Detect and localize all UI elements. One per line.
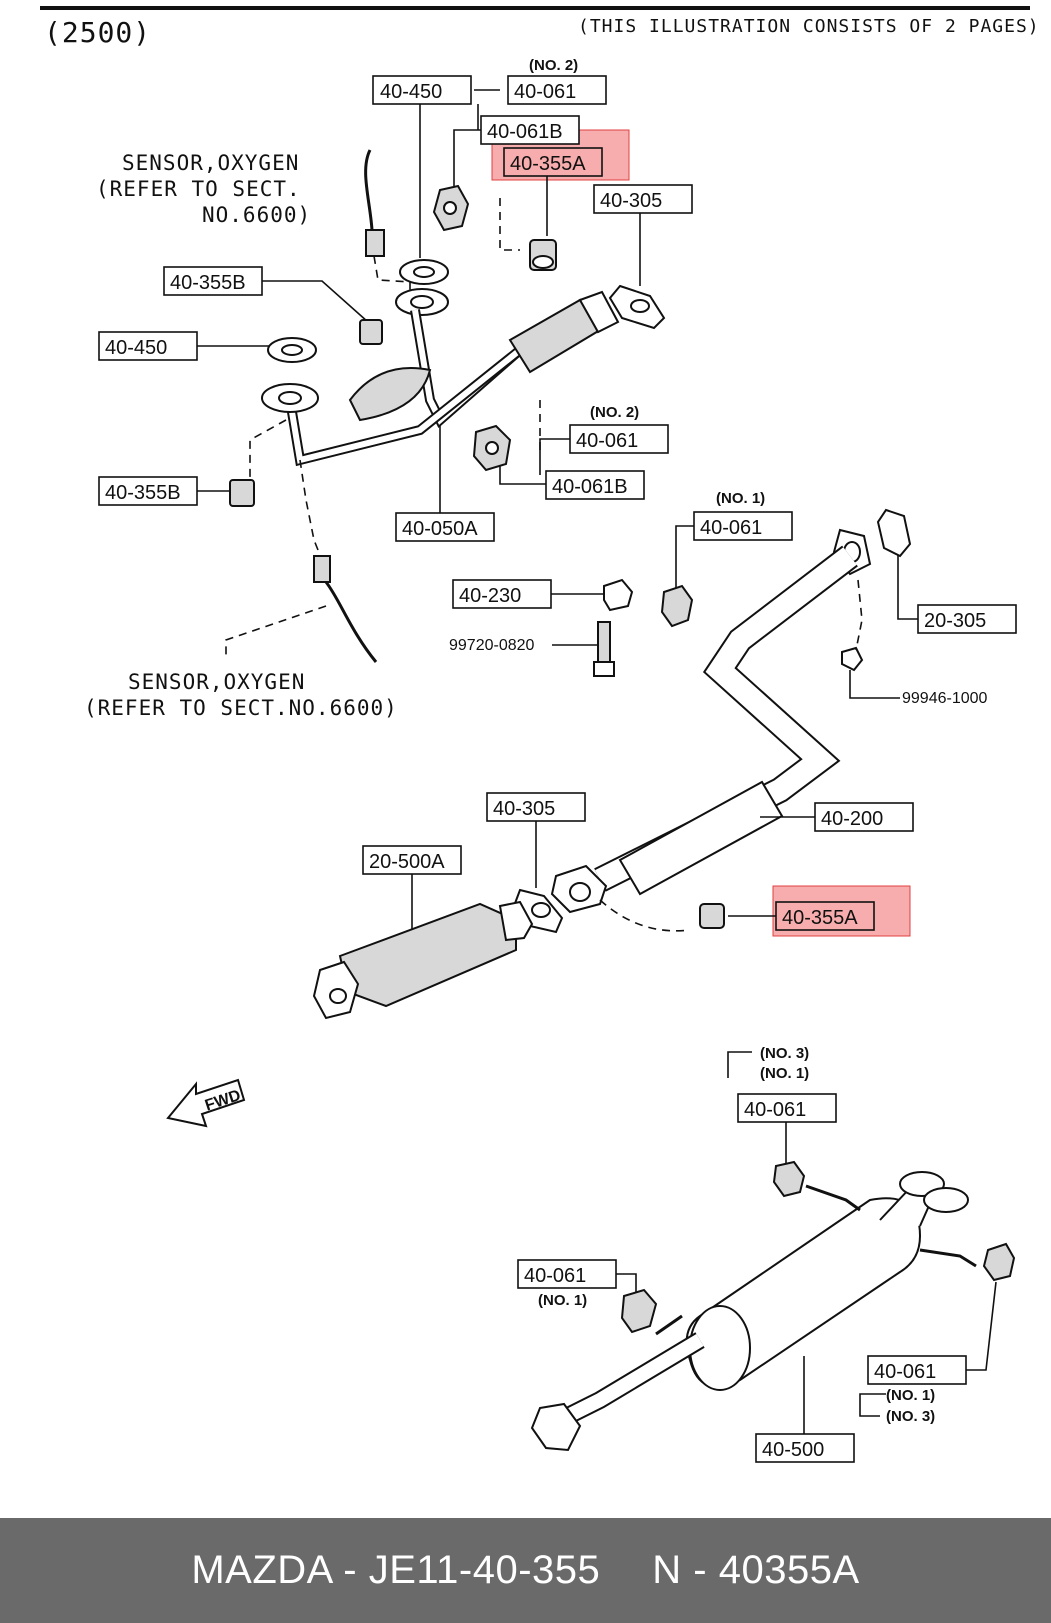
footer-brand-part: MAZDA - JE11-40-355 — [191, 1548, 601, 1592]
callout-40-061-bottom: 40-061 — [744, 1099, 806, 1121]
nut-40-355B-lower-icon — [229, 479, 255, 507]
callout-40-200-box[interactable] — [814, 802, 914, 832]
rubber-hanger-40-061-bottom-icon — [772, 1160, 806, 1198]
highlight-40-355A-mid — [772, 885, 911, 937]
callout-40-305-top: 40-305 — [600, 190, 662, 212]
no3-bottom-label: (NO. 3) — [760, 1045, 809, 1062]
callout-40-450-left: 40-450 — [105, 337, 167, 359]
callout-40-355B-lower: 40-355B — [105, 482, 181, 504]
nut-99946-1000-label: 99946-1000 — [902, 690, 988, 707]
bolt-99720-0820-icon — [597, 621, 611, 665]
sensor-bottom-line2: (REFER TO SECT.NO.6600) — [84, 696, 398, 720]
fwd-arrow-icon: FWD — [166, 1078, 246, 1128]
muffler-inlet-flange-icon — [530, 1402, 582, 1452]
no1-right-bottom-label: (NO. 1) — [886, 1387, 935, 1404]
sensor-top-line1: SENSOR,OXYGEN — [122, 151, 299, 175]
callout-40-061-no1-box[interactable] — [693, 511, 793, 541]
callout-20-305: 20-305 — [924, 610, 986, 632]
tailpipe-lower-icon — [923, 1187, 969, 1213]
callout-40-061-mid: 40-061 — [576, 430, 638, 452]
bolt-99720-0820-label: 99720-0820 — [449, 637, 535, 654]
callout-40-200: 40-200 — [821, 808, 883, 830]
part-number-footer: MAZDA - JE11-40-355 N - 40355A — [0, 1518, 1051, 1623]
pages-note: (THIS ILLUSTRATION CONSISTS OF 2 PAGES) — [578, 16, 1040, 37]
callout-40-450-top-box[interactable] — [372, 75, 472, 105]
callout-40-230: 40-230 — [459, 585, 521, 607]
rubber-hanger-40-061-right-bottom-icon — [982, 1242, 1016, 1282]
catalytic-converter-20-500A — [338, 902, 517, 1008]
no2-top-label: (NO. 2) — [529, 57, 578, 74]
callout-40-061-left-bottom-box[interactable] — [517, 1259, 617, 1289]
no1-bottom-label: (NO. 1) — [760, 1065, 809, 1082]
callout-40-305-mid: 40-305 — [493, 798, 555, 820]
gasket-20-305-icon — [876, 508, 912, 558]
center-pipe-resonator — [618, 780, 784, 896]
callout-40-050A: 40-050A — [402, 518, 478, 540]
callout-40-355A-top-box[interactable] — [503, 147, 603, 177]
callout-20-500A: 20-500A — [369, 851, 445, 873]
callout-40-061-right-bottom: 40-061 — [874, 1361, 936, 1383]
callout-40-061-no1: 40-061 — [700, 517, 762, 539]
exhaust-parts-diagram: (2500) (THIS ILLUSTRATION CONSISTS OF 2 … — [40, 6, 1040, 1463]
nut-40-355B-upper-icon — [359, 319, 383, 345]
callout-40-061-mid-box[interactable] — [569, 424, 669, 454]
callout-40-450-left-box[interactable] — [98, 331, 198, 361]
callout-40-355B-upper-box[interactable] — [163, 266, 263, 296]
callout-40-355B-upper: 40-355B — [170, 272, 246, 294]
callout-40-061-left-bottom: 40-061 — [524, 1265, 586, 1287]
callout-40-500-box[interactable] — [755, 1433, 855, 1463]
callout-40-305-top-box[interactable] — [593, 184, 693, 214]
nut-40-355A-mid-icon — [699, 903, 725, 929]
footer-ref: N - 40355A — [652, 1548, 860, 1592]
callout-20-305-box[interactable] — [917, 604, 1017, 634]
nut-99946-1000-icon — [841, 646, 864, 672]
callout-40-061B-top: 40-061B — [487, 121, 563, 143]
sensor-bottom-line1: SENSOR,OXYGEN — [128, 670, 305, 694]
callout-40-061B-mid-box[interactable] — [545, 470, 645, 500]
bracket-40-230-icon — [603, 578, 634, 612]
callout-40-450-top: 40-450 — [380, 81, 442, 103]
callout-40-230-box[interactable] — [452, 579, 552, 609]
oxygen-sensor-bottom-icon — [313, 555, 331, 583]
callout-40-355A-mid: 40-355A — [782, 907, 858, 929]
sensor-top-line2: (REFER TO SECT. — [96, 177, 301, 201]
no2-mid-label: (NO. 2) — [590, 404, 639, 421]
callout-40-061-right-bottom-box[interactable] — [867, 1355, 967, 1385]
callout-40-050A-box[interactable] — [395, 512, 495, 542]
callout-40-061B-mid: 40-061B — [552, 476, 628, 498]
no1-left-bottom-label: (NO. 1) — [538, 1292, 587, 1309]
callout-40-061-bottom-box[interactable] — [737, 1093, 837, 1123]
no1-mid-label: (NO. 1) — [716, 490, 765, 507]
sensor-top-line3: NO.6600) — [202, 203, 311, 227]
no3-right-bottom-label: (NO. 3) — [886, 1408, 935, 1425]
callout-40-061-top-box[interactable] — [507, 75, 607, 105]
callout-40-061-top: 40-061 — [514, 81, 576, 103]
rubber-hanger-40-061-left-bottom-icon — [620, 1288, 658, 1334]
section-code: (2500) — [44, 16, 151, 49]
callout-40-500: 40-500 — [762, 1439, 824, 1461]
callout-40-355A-top: 40-355A — [510, 153, 586, 175]
callout-40-355B-lower-box[interactable] — [98, 476, 198, 506]
rubber-hanger-40-061-no1-icon — [660, 584, 694, 628]
callout-40-305-mid-box[interactable] — [486, 792, 586, 822]
oxygen-sensor-top-icon — [364, 149, 378, 251]
